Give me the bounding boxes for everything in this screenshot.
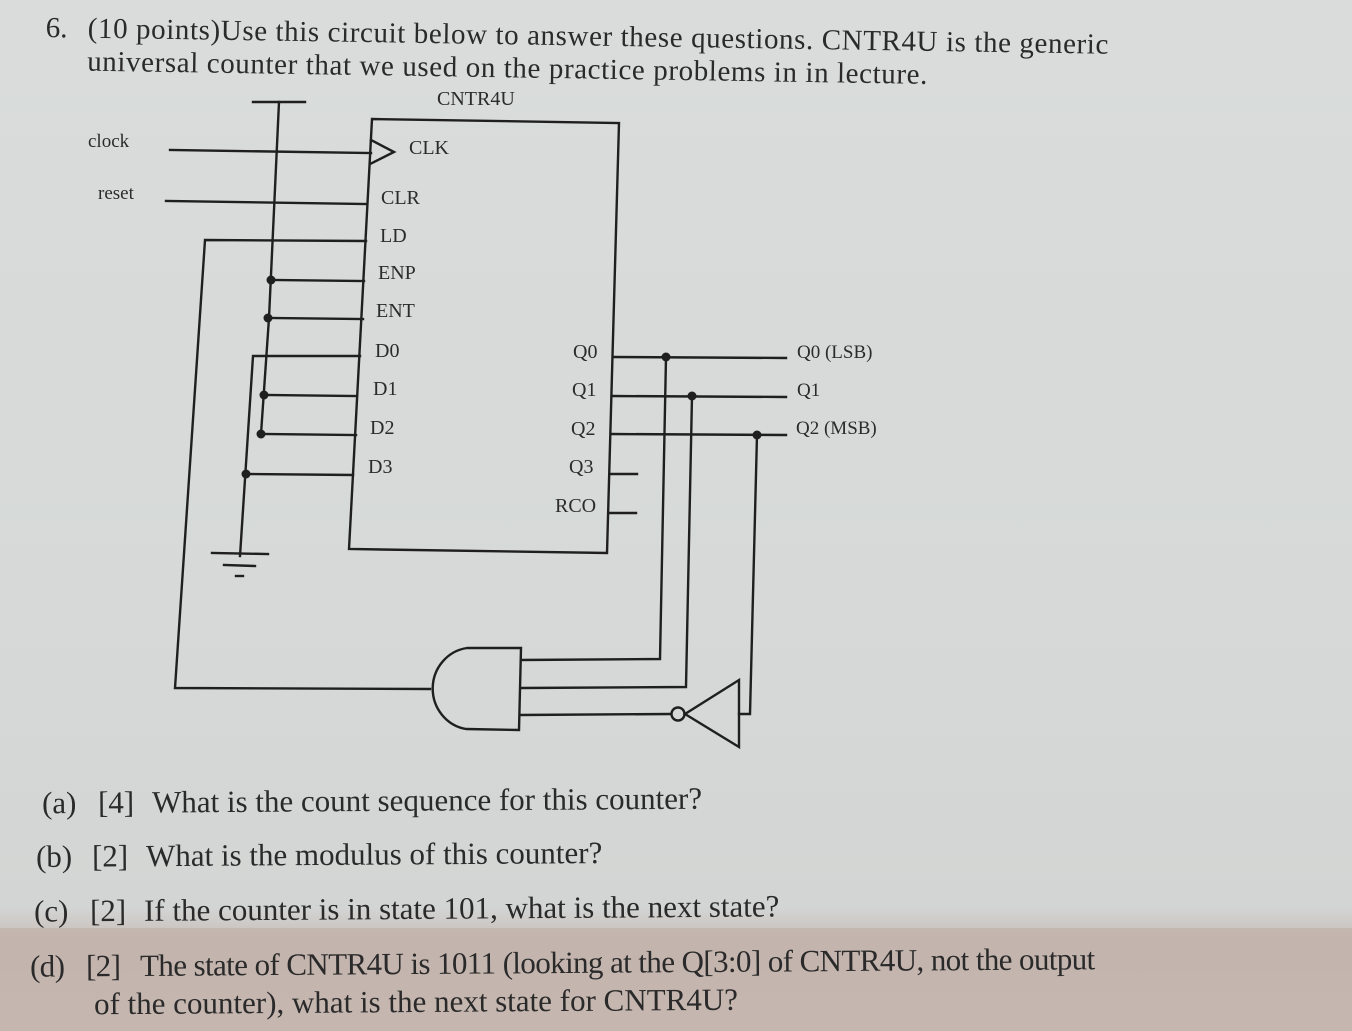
pin-d0: D0 <box>375 340 400 362</box>
pin-rco: RCO <box>555 495 597 517</box>
pin-d2: D2 <box>370 417 395 439</box>
pin-q0: Q0 <box>573 341 598 363</box>
pin-d3: D3 <box>368 456 393 478</box>
ground-icon <box>210 551 270 578</box>
paper-stain <box>0 928 1352 1031</box>
pin-d1: D1 <box>373 378 398 400</box>
pin-ent: ENT <box>376 300 415 322</box>
ld-feedback-wire <box>173 238 432 691</box>
pin-ld: LD <box>380 225 407 247</box>
counter-title: CNTR4U <box>437 88 515 110</box>
and-gate <box>431 646 523 732</box>
output-q0-label: Q0 (LSB) <box>797 342 873 363</box>
counter-box <box>347 117 621 555</box>
reset-wire <box>164 199 369 206</box>
clock-triangle-icon <box>368 138 397 166</box>
vcc-rail <box>251 100 307 320</box>
pin-q1: Q1 <box>572 379 597 401</box>
pin-q2: Q2 <box>571 418 596 440</box>
output-q1-label: Q1 <box>797 380 821 401</box>
clock-input-label: clock <box>88 131 130 152</box>
clock-wire <box>168 148 373 155</box>
reset-input-label: reset <box>98 183 134 204</box>
inverter-gate <box>518 677 741 750</box>
pin-q3: Q3 <box>569 456 594 478</box>
pin-clk: CLK <box>409 137 449 159</box>
pin-enp: ENP <box>378 262 416 284</box>
output-q2-label: Q2 (MSB) <box>796 418 877 439</box>
junction-dots <box>241 275 762 479</box>
pin-clr: CLR <box>381 187 420 209</box>
